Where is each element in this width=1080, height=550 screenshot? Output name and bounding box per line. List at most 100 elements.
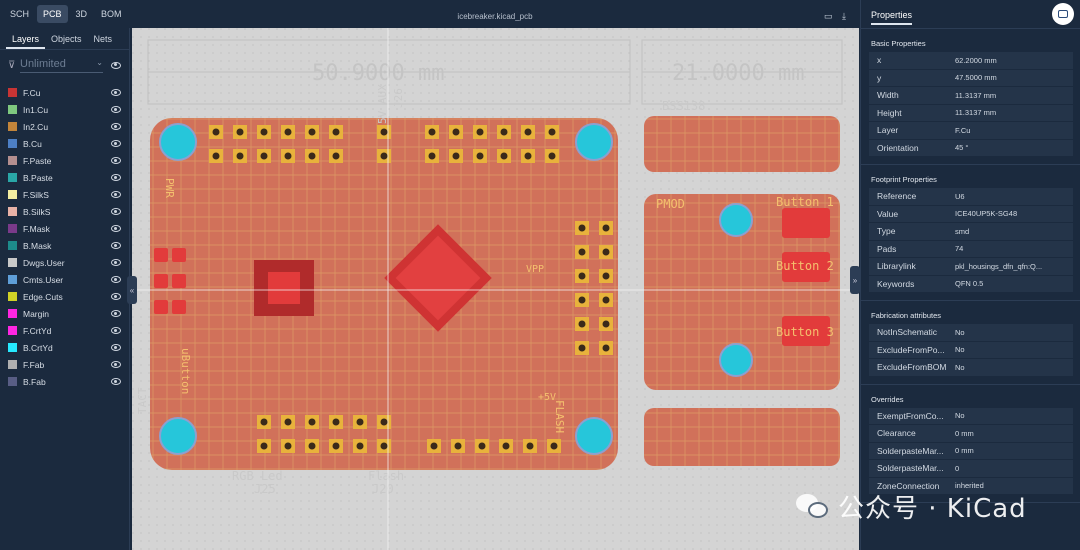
eye-icon[interactable] (111, 191, 121, 198)
header-drill (428, 128, 436, 136)
layer-color-swatch (8, 156, 17, 165)
eye-icon[interactable] (111, 157, 121, 164)
layer-row[interactable]: F.CrtYd (0, 322, 129, 339)
tab-objects[interactable]: Objects (51, 34, 82, 44)
layer-row[interactable]: In1.Cu (0, 101, 129, 118)
header-drill (380, 152, 388, 160)
pmod-label: PMOD (656, 197, 685, 211)
eye-icon[interactable] (111, 259, 121, 266)
chat-icon[interactable] (1052, 3, 1074, 25)
folder-icon[interactable]: ▭ (824, 11, 833, 21)
section-divider (861, 499, 1080, 503)
layer-row[interactable]: F.Paste (0, 152, 129, 169)
eye-icon[interactable] (111, 61, 121, 69)
property-row[interactable]: SolderpasteMar...0 mm (869, 442, 1073, 460)
eye-icon[interactable] (111, 225, 121, 232)
eye-icon[interactable] (111, 276, 121, 283)
tab-nets[interactable]: Nets (93, 34, 113, 44)
property-value: 0 mm (955, 446, 974, 456)
header-drill (308, 128, 316, 136)
property-row[interactable]: ExemptFromCo...No (869, 407, 1073, 425)
tab-3d[interactable]: 3D (75, 9, 88, 19)
eye-icon[interactable] (111, 174, 121, 181)
collapse-left-panel-button[interactable]: « (127, 276, 137, 304)
tab-bom[interactable]: BOM (101, 9, 122, 19)
header-drill (332, 152, 340, 160)
property-key: SolderpasteMar... (877, 463, 944, 474)
eye-icon[interactable] (111, 89, 121, 96)
layer-row[interactable]: Edge.Cuts (0, 288, 129, 305)
eye-icon[interactable] (111, 310, 121, 317)
eye-icon[interactable] (111, 208, 121, 215)
layer-name: B.CrtYd (23, 342, 53, 353)
header-drill (332, 442, 340, 450)
tab-pcb[interactable]: PCB (37, 5, 68, 23)
eye-icon[interactable] (111, 123, 121, 130)
property-value: 45 ° (955, 143, 969, 153)
layer-row[interactable]: F.Fab (0, 356, 129, 373)
tab-sch[interactable]: SCH (10, 9, 30, 19)
property-row[interactable]: ExcludeFromPo...No (869, 341, 1073, 359)
layer-row[interactable]: Cmts.User (0, 271, 129, 288)
layer-row[interactable]: B.Paste (0, 169, 129, 186)
layer-row[interactable]: B.SilkS (0, 203, 129, 220)
header-drill (578, 224, 586, 232)
layer-name: Cmts.User (23, 274, 64, 285)
eye-icon[interactable] (111, 361, 121, 368)
eye-icon[interactable] (111, 106, 121, 113)
layer-row[interactable]: F.Cu (0, 84, 129, 101)
layer-row[interactable]: Dwgs.User (0, 254, 129, 271)
eye-icon[interactable] (111, 327, 121, 334)
property-row[interactable]: SolderpasteMar...0 (869, 460, 1073, 478)
chevron-down-icon: ⌄ (96, 57, 103, 67)
layer-row[interactable]: Margin (0, 305, 129, 322)
layer-row[interactable]: In2.Cu (0, 118, 129, 135)
layer-row[interactable]: B.Fab (0, 373, 129, 390)
layer-name: Margin (23, 308, 49, 319)
layer-color-swatch (8, 360, 17, 369)
header-drill (476, 128, 484, 136)
layer-row[interactable]: B.CrtYd (0, 339, 129, 356)
layer-row[interactable]: B.Cu (0, 135, 129, 152)
eye-icon[interactable] (111, 378, 121, 385)
header-drill (212, 128, 220, 136)
header-drill (356, 418, 364, 426)
layer-row[interactable]: B.Mask (0, 237, 129, 254)
property-value: 0 mm (955, 428, 974, 438)
header-drill (452, 128, 460, 136)
eye-icon[interactable] (111, 293, 121, 300)
header-drill (602, 224, 610, 232)
download-icon[interactable]: ⤓ (842, 11, 846, 21)
collapse-right-panel-button[interactable]: » (850, 266, 860, 294)
layer-name: In1.Cu (23, 104, 49, 115)
eye-icon[interactable] (111, 140, 121, 147)
tab-properties[interactable]: Properties (871, 10, 913, 25)
layer-row[interactable]: F.Mask (0, 220, 129, 237)
header-drill (236, 152, 244, 160)
layer-name: B.Paste (23, 172, 53, 183)
layer-row[interactable]: F.SilkS (0, 186, 129, 203)
layer-color-swatch (8, 343, 17, 352)
eye-icon[interactable] (111, 242, 121, 249)
layer-color-swatch (8, 224, 17, 233)
eye-icon[interactable] (111, 344, 121, 351)
layer-filter-select[interactable]: Unlimited ⌄ (20, 58, 103, 73)
pcb-canvas[interactable]: 50.9000 mm 21.0000 mm (132, 28, 859, 550)
tab-layers[interactable]: Layers (6, 32, 46, 49)
